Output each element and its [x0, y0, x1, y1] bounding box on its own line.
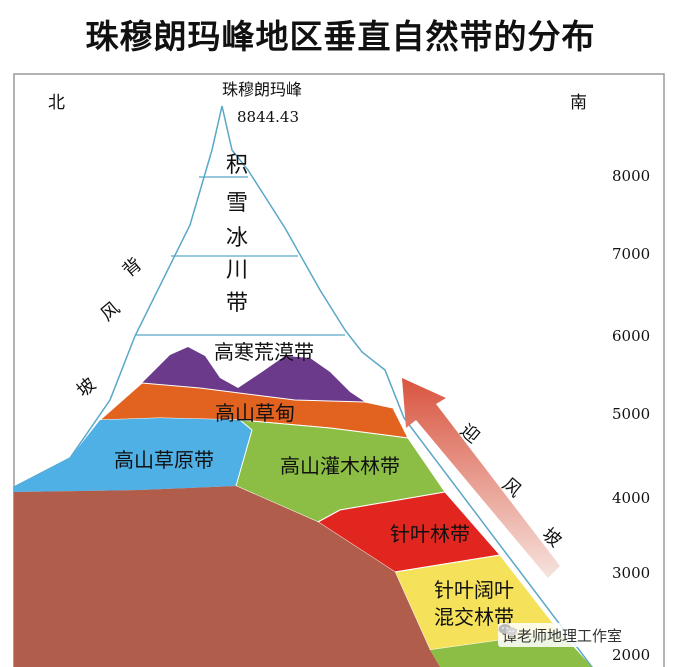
north-label: 北 — [48, 93, 65, 113]
cold-desert-label: 高寒荒漠带 — [214, 340, 314, 364]
watermark-text: 谭老师地理工作室 — [502, 626, 623, 645]
leeward-char: 背 — [119, 254, 146, 282]
elevation-tick: 2000 — [612, 646, 650, 664]
windward-arrow — [402, 378, 560, 578]
alpine-steppe-label: 高山草原带 — [114, 448, 214, 472]
page-title: 珠穆朗玛峰地区垂直自然带的分布 — [85, 17, 596, 56]
mixed-forest-label-1: 针叶阔叶 — [434, 578, 514, 602]
conifer-label: 针叶林带 — [390, 522, 470, 546]
zone-char: 积 — [226, 153, 248, 178]
alpine-meadow-label: 高山草甸 — [215, 401, 295, 425]
zone-alpine-steppe — [14, 418, 252, 492]
elevation-tick: 8000 — [612, 167, 650, 185]
leeward-char: 风 — [97, 298, 124, 326]
alpine-shrub-label: 高山灌木林带 — [280, 454, 400, 478]
elevation-tick: 4000 — [612, 489, 650, 507]
diagram-frame — [13, 73, 665, 667]
elevation-tick: 7000 — [612, 245, 650, 263]
ground-block — [14, 486, 440, 667]
peak-elevation: 8844.43 — [237, 108, 299, 126]
elevation-tick: 6000 — [612, 327, 650, 345]
elevation-tick: 3000 — [612, 564, 650, 582]
leeward-char: 坡 — [73, 374, 100, 402]
elevation-axis: 8000 7000 6000 5000 4000 3000 2000 — [612, 167, 650, 664]
south-label: 南 — [570, 93, 587, 113]
zone-char: 川 — [226, 258, 248, 283]
snow-ice-zone-label: 积 雪 冰 川 带 — [226, 153, 248, 316]
zone-char: 冰 — [226, 226, 248, 251]
zone-char: 带 — [226, 291, 248, 316]
elevation-tick: 5000 — [612, 405, 650, 423]
peak-name: 珠穆朗玛峰 — [222, 80, 302, 99]
watermark: 谭老师地理工作室 — [498, 623, 627, 647]
zone-char: 雪 — [226, 191, 248, 216]
wechat-icon — [498, 624, 517, 636]
zone-cold-desert — [142, 347, 365, 402]
